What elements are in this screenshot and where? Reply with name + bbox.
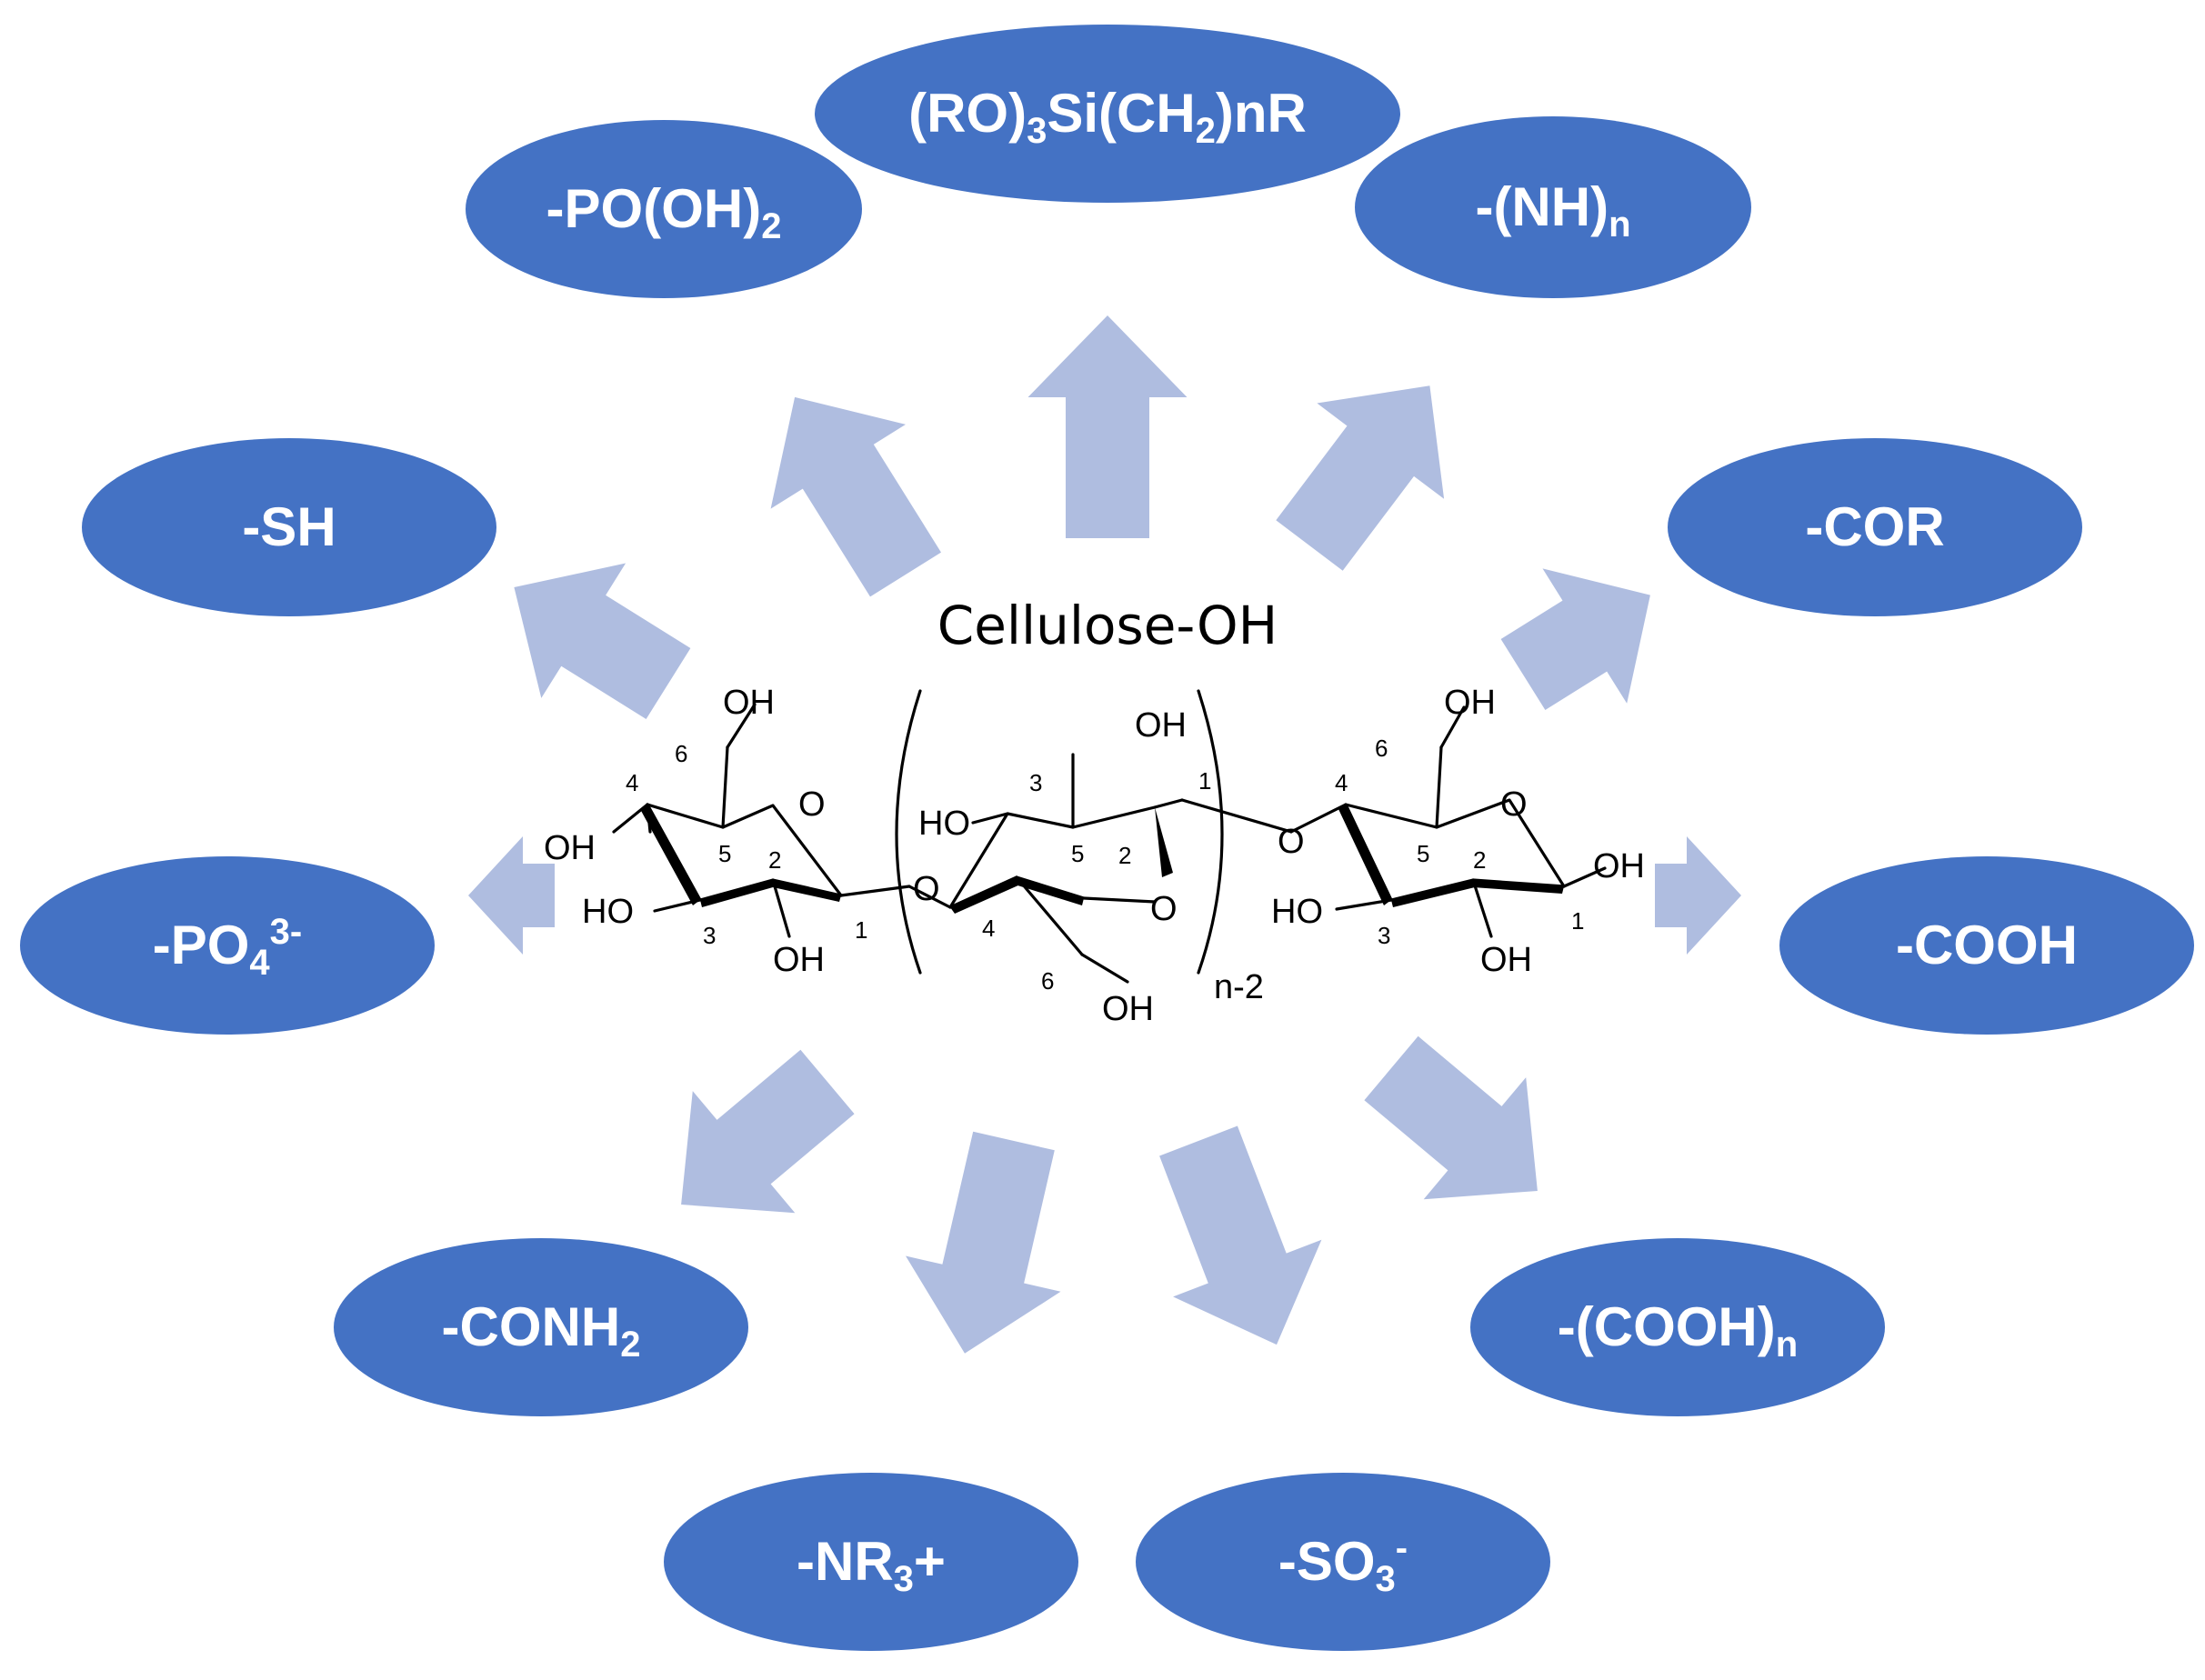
node-amide-ellipse	[334, 1238, 748, 1416]
label-oh-r3-c6: OH	[1444, 684, 1496, 722]
center-title: Cellulose-OH	[937, 595, 1278, 656]
node-ketone: -COR	[1668, 438, 2082, 616]
label-o-r1: O	[798, 785, 826, 824]
label-oh-r3-c1: OH	[1593, 847, 1645, 885]
node-silane-label: (RO)3Si(CH2)nR	[908, 83, 1307, 151]
arrow-to-amine-icon	[1276, 385, 1445, 571]
node-phosphonate-label: -PO(OH)2	[546, 178, 782, 246]
arrow-to-ketone-icon	[1500, 568, 1650, 710]
arrow-to-ammonium-icon	[906, 1131, 1061, 1354]
num-r2-6: 6	[1041, 967, 1054, 995]
node-ammonium-label: -NR3+	[797, 1531, 946, 1599]
arrow-to-thiol-icon	[514, 563, 691, 719]
node-ammonium: -NR3+	[664, 1473, 1078, 1651]
node-ammonium-ellipse	[664, 1473, 1078, 1651]
num-r3-3: 3	[1378, 922, 1390, 949]
node-phosphate-ellipse	[20, 856, 435, 1035]
label-o-r2: O	[1150, 890, 1178, 928]
label-ho-r3-c3: HO	[1271, 893, 1323, 931]
arrow-to-carboxyl-icon	[1655, 836, 1741, 955]
ring-2-bonds	[907, 753, 1184, 984]
num-r1-3: 3	[703, 922, 716, 949]
node-polycarboxyl: -(COOH)n	[1470, 1238, 1885, 1416]
node-thiol: -SH	[82, 438, 496, 616]
num-r3-1: 1	[1571, 907, 1584, 935]
node-phosphate: -PO43-	[20, 856, 435, 1035]
label-o-link2: O	[1278, 823, 1305, 861]
num-r1-5: 5	[718, 840, 731, 867]
node-carboxyl-label: -COOH	[1896, 915, 2078, 975]
node-thiol-label: -SH	[242, 496, 336, 557]
label-repeat-subscript: n-2	[1214, 968, 1264, 1006]
num-r2-4: 4	[982, 915, 995, 942]
node-amide: -CONH2	[334, 1238, 748, 1416]
num-r1-1: 1	[855, 916, 867, 944]
node-thiol-ellipse	[82, 438, 496, 616]
node-phosphate-label: -PO43-	[153, 912, 303, 983]
node-carboxyl-ellipse	[1779, 856, 2194, 1035]
num-r2-3: 3	[1029, 769, 1042, 796]
arrow-to-silane-icon	[1027, 315, 1188, 538]
label-oh-r2-c2: OH	[1135, 706, 1187, 745]
ring-3-bonds	[1180, 705, 1607, 938]
num-r2-2: 2	[1118, 842, 1131, 869]
node-amine-label: -(NH)n	[1475, 176, 1630, 245]
node-polycarboxyl-ellipse	[1470, 1238, 1885, 1416]
num-r3-6: 6	[1375, 735, 1388, 762]
node-polycarboxyl-label: -(COOH)n	[1558, 1296, 1798, 1365]
num-r3-2: 2	[1473, 846, 1486, 874]
label-o-link1: O	[913, 870, 940, 908]
node-carboxyl: -COOH	[1779, 856, 2194, 1035]
label-ho-r1-c3: HO	[582, 893, 634, 931]
node-ketone-label: -COR	[1805, 496, 1944, 557]
cellulose-structure: OH OH HO OH O O OH HO O OH O OH O HO OH …	[544, 684, 1645, 1028]
num-r2-1: 1	[1198, 767, 1211, 795]
arrow-to-sulfonate-icon	[1159, 1125, 1322, 1345]
arrow-to-phosphate-icon	[468, 836, 555, 955]
node-silane-ellipse	[815, 25, 1400, 203]
node-sulfonate-label: -SO3-	[1278, 1528, 1408, 1599]
bracket-right	[1197, 689, 1224, 975]
node-sulfonate: -SO3-	[1136, 1473, 1550, 1651]
bracket-left	[895, 689, 922, 975]
node-amine: -(NH)n	[1355, 116, 1751, 298]
node-phosphonate-ellipse	[466, 120, 862, 298]
node-phosphonate: -PO(OH)2	[466, 120, 862, 298]
ring-1-bonds	[612, 703, 911, 938]
label-oh-r1-c4: OH	[544, 829, 596, 867]
num-r3-4: 4	[1335, 769, 1348, 796]
num-r3-5: 5	[1417, 840, 1429, 867]
node-group: (RO)3Si(CH2)nR -PO(OH)2 -(NH)n -SH -COR -PO43…	[20, 25, 2194, 1651]
num-r1-4: 4	[626, 769, 638, 796]
node-sulfonate-ellipse	[1136, 1473, 1550, 1651]
label-oh-r3-c2: OH	[1480, 941, 1532, 979]
label-oh-r1-c6: OH	[723, 684, 775, 722]
arrow-to-phosphonate-icon	[770, 396, 941, 597]
node-amine-ellipse	[1355, 116, 1751, 298]
arrow-to-polycarboxyl-icon	[1364, 1035, 1538, 1200]
node-ketone-ellipse	[1668, 438, 2082, 616]
label-oh-r1-c2: OH	[773, 941, 825, 979]
node-amide-label: -CONH2	[442, 1296, 641, 1365]
num-r2-5: 5	[1071, 840, 1084, 867]
node-silane: (RO)3Si(CH2)nR	[815, 25, 1400, 203]
arrow-to-amide-icon	[681, 1049, 855, 1214]
label-o-r3: O	[1500, 785, 1528, 824]
label-ho-r2-c3: HO	[918, 805, 970, 843]
label-oh-r2-c6: OH	[1102, 990, 1154, 1028]
arrow-group	[468, 315, 1741, 1354]
num-r1-2: 2	[768, 846, 781, 874]
num-r1-6: 6	[675, 740, 687, 767]
